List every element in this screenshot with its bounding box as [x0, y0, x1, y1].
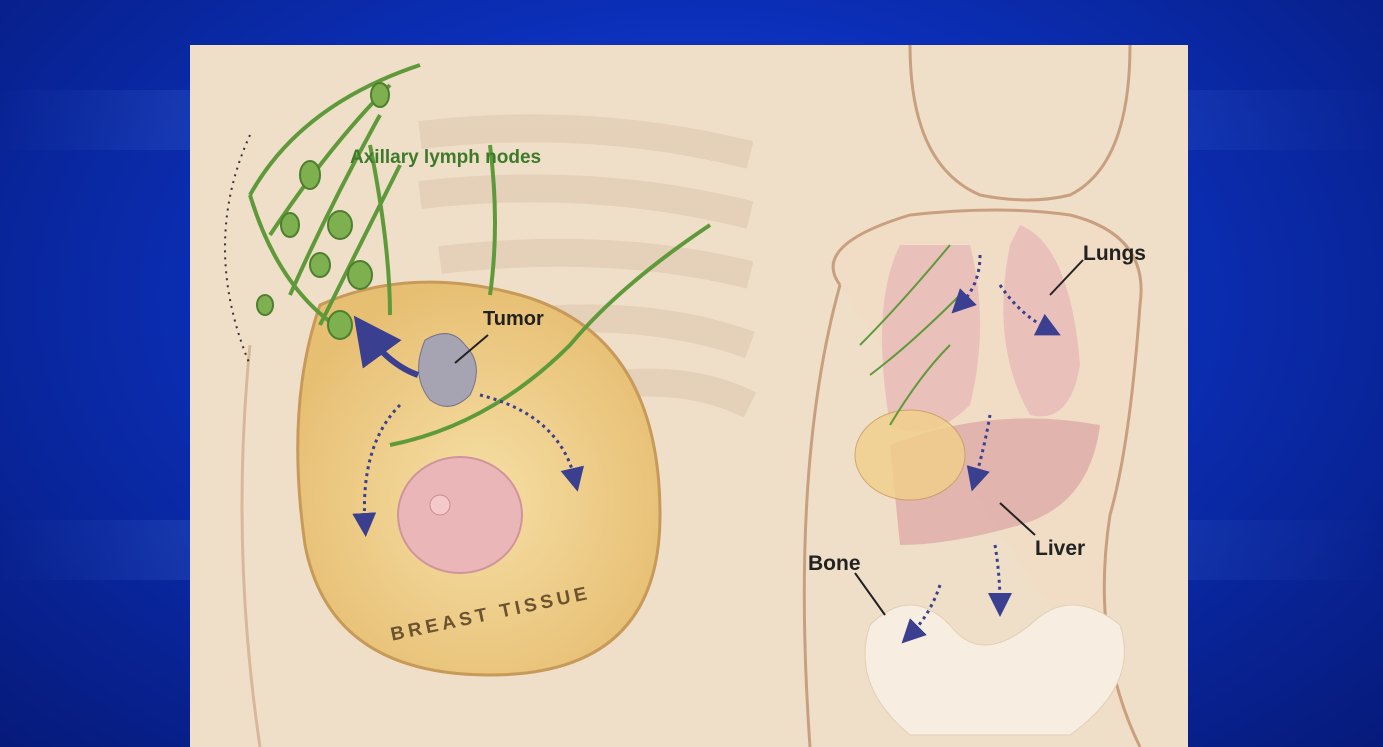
liver-leader-line — [999, 502, 1036, 536]
label-axillary-lymph-nodes: Axillary lymph nodes — [350, 147, 541, 168]
bone-leader-line — [854, 572, 886, 616]
dotted-boundary — [224, 134, 251, 366]
breast-cancer-metastasis-illustration: Axillary lymph nodes Tumor BREAST TISSUE… — [224, 45, 1146, 747]
lungs-leader-line — [1049, 259, 1084, 296]
nipple-areola — [397, 456, 523, 574]
label-lungs: Lungs — [1083, 242, 1146, 265]
arrow-to-lymph-nodes — [353, 315, 420, 378]
illustration-panel: Axillary lymph nodes Tumor BREAST TISSUE… — [190, 45, 1188, 747]
label-liver: Liver — [1035, 537, 1085, 560]
label-tumor: Tumor — [483, 308, 544, 330]
body-figure — [802, 45, 1143, 747]
torso-outline — [240, 344, 262, 747]
breast — [296, 280, 662, 677]
lymph-nodes — [248, 63, 712, 447]
label-bone: Bone — [808, 552, 861, 575]
tumor — [418, 333, 477, 407]
right-lung — [882, 245, 980, 432]
spread-arrows — [352, 393, 584, 537]
breast-small — [854, 409, 966, 501]
nipple — [429, 494, 451, 516]
tumor-leader-line — [454, 334, 489, 364]
pelvis-bone — [864, 604, 1125, 736]
